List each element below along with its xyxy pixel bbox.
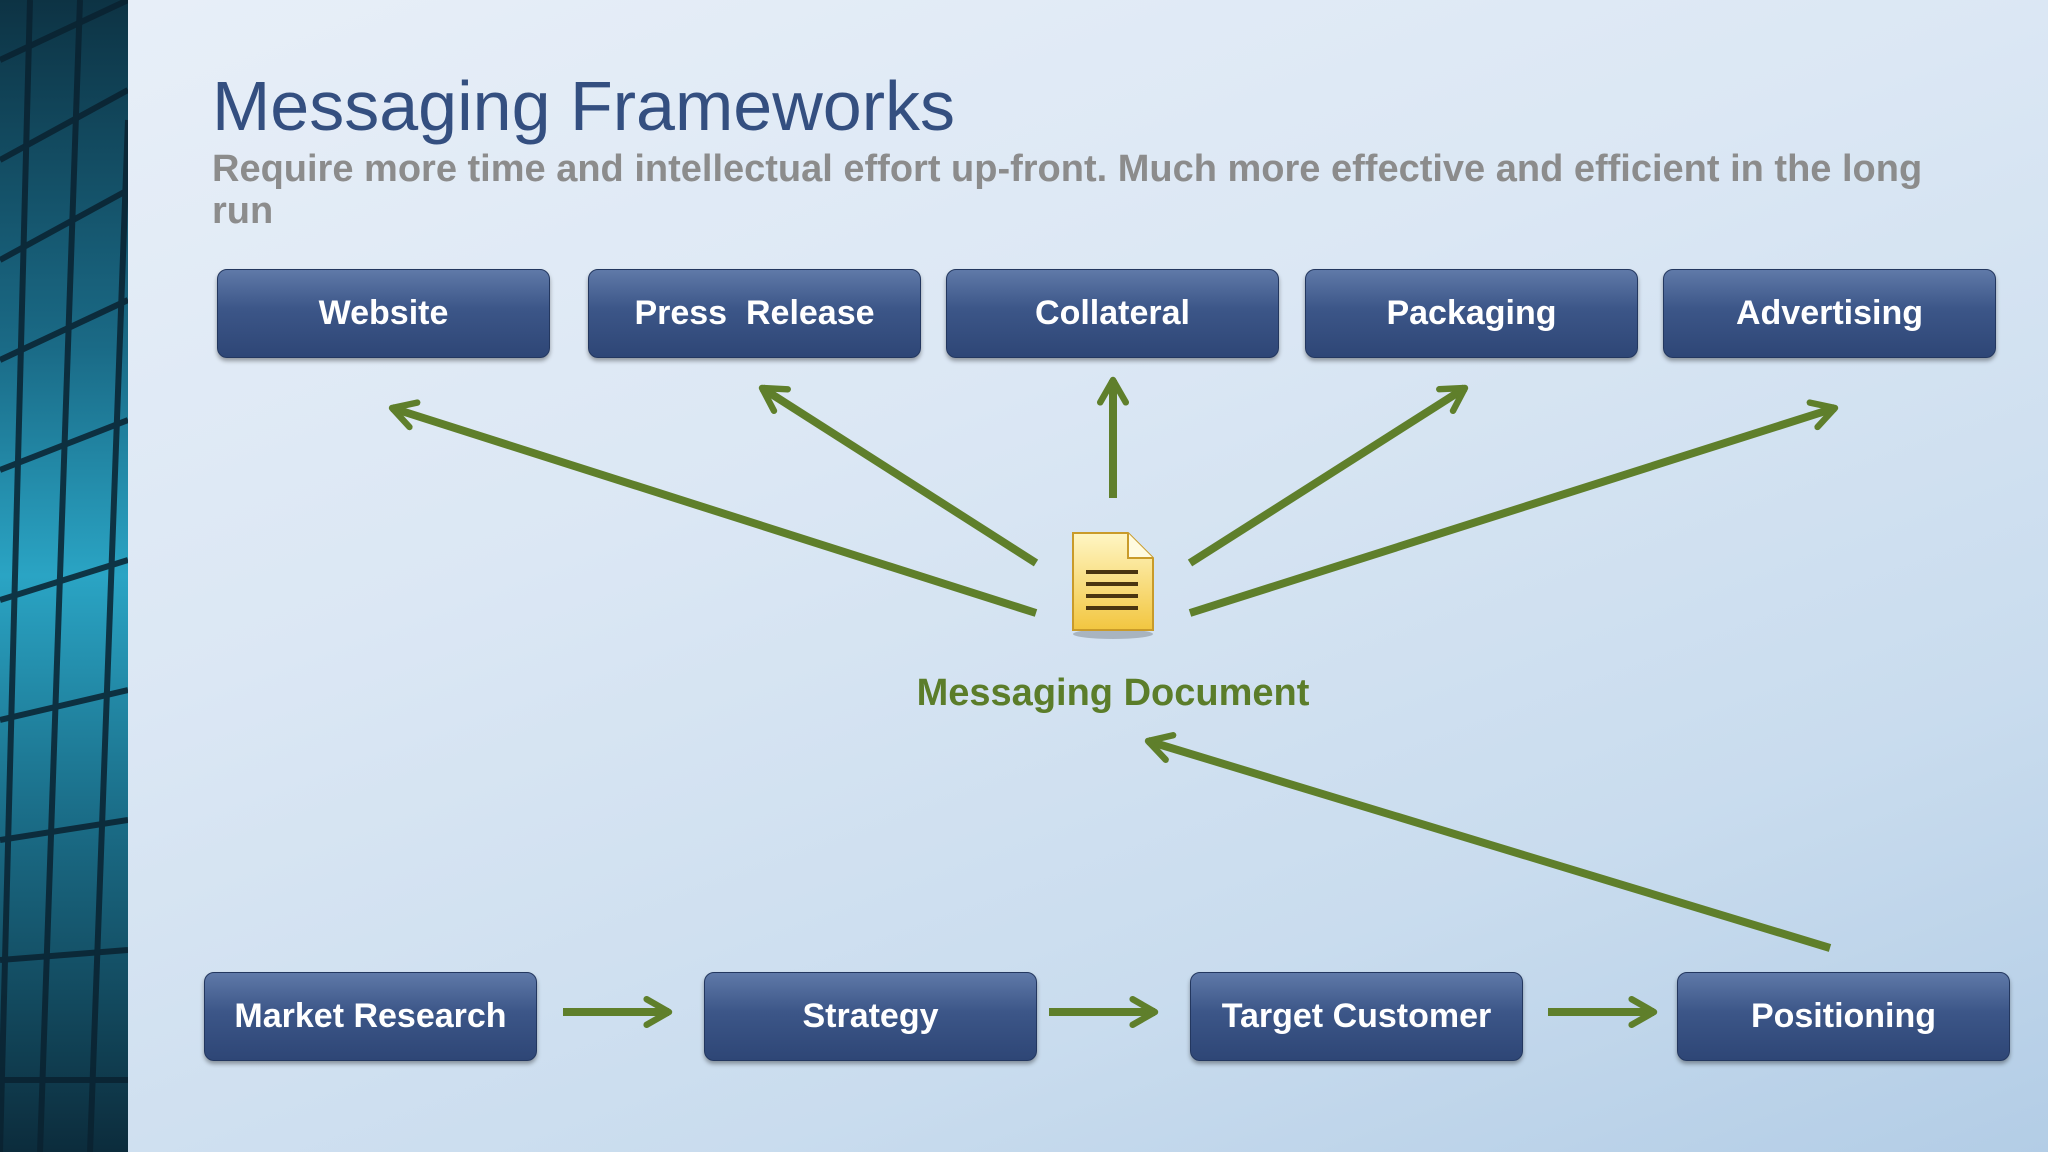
output-packaging: Packaging [1305, 269, 1638, 358]
output-collateral: Collateral [946, 269, 1279, 358]
page-subtitle: Require more time and intellectual effor… [212, 148, 1923, 232]
input-target-customer: Target Customer [1190, 972, 1523, 1061]
page-title: Messaging Frameworks [212, 67, 955, 145]
arrow-positioning-to-document [1144, 732, 1832, 952]
input-market-research: Market Research [204, 972, 537, 1061]
messaging-document-label: Messaging Document [916, 672, 1310, 714]
arrow-to-press-release [758, 384, 1039, 567]
output-advertising: Advertising [1663, 269, 1996, 358]
building-glass-pattern [0, 0, 128, 1152]
input-positioning: Positioning [1677, 972, 2010, 1061]
output-website: Website [217, 269, 550, 358]
decorative-building-image [0, 0, 128, 1152]
arrow-to-packaging [1187, 384, 1469, 567]
input-strategy: Strategy [704, 972, 1037, 1061]
document-icon [1068, 530, 1158, 640]
output-press-release: Press Release [588, 269, 921, 358]
arrow-to-website [388, 399, 1038, 617]
arrow-to-advertising [1188, 399, 1839, 617]
